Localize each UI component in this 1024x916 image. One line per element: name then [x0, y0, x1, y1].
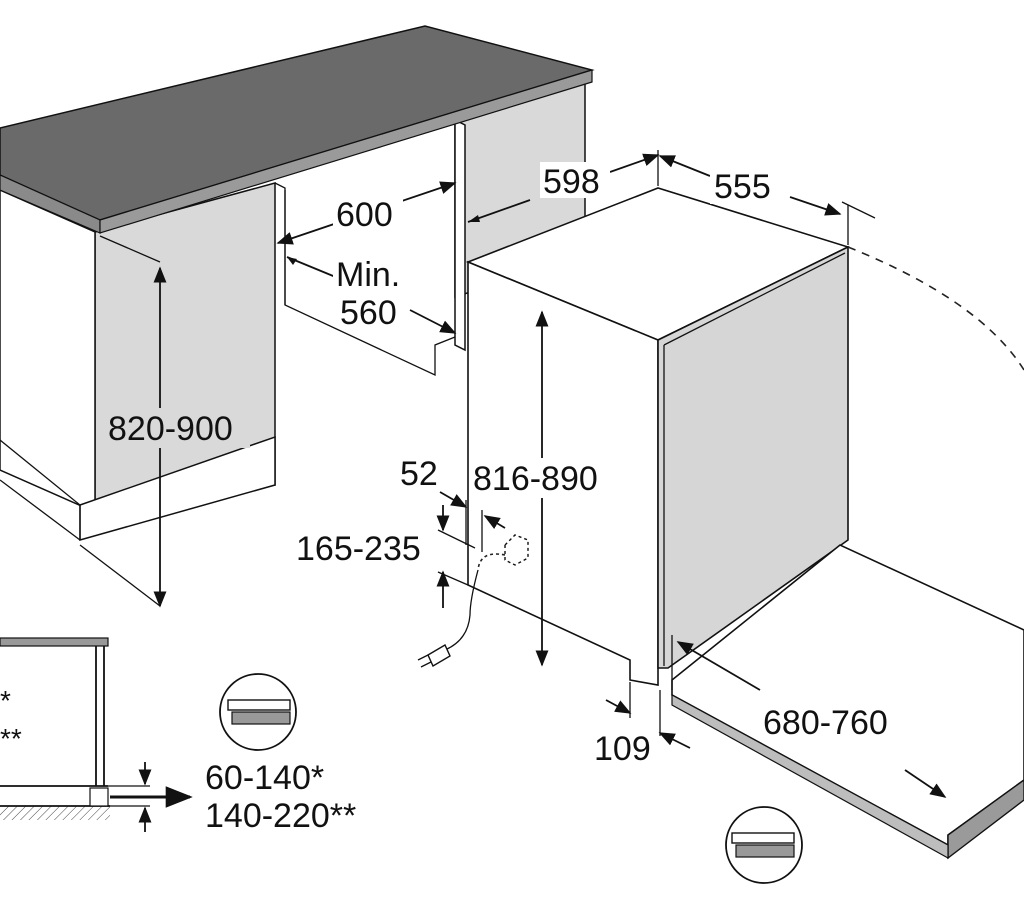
dishwasher	[465, 187, 1024, 860]
appliance-depth-label: 555	[714, 168, 771, 206]
right-cabinet-edge	[454, 118, 466, 352]
asterisk-single-label: *	[0, 685, 11, 716]
plinth-cutaway	[0, 637, 110, 820]
cabinet-height-label: 820-900	[108, 410, 233, 448]
dimension-labels: 820-900 600 Min. 560 598 555 816-890 52 …	[0, 162, 908, 835]
plinth-detail-icon	[219, 673, 297, 751]
appliance-width-label: 598	[543, 163, 600, 201]
left-cabinet-front	[0, 189, 96, 514]
asterisk-double-label: **	[0, 723, 22, 754]
niche-min-label: Min.	[336, 256, 400, 294]
door-detail-icon	[725, 806, 803, 884]
plinth-height-label-2: 140-220**	[205, 797, 356, 835]
niche-width-label: 600	[336, 196, 393, 234]
appliance-door	[657, 245, 849, 669]
power-plug-icon	[417, 644, 451, 668]
power-socket	[444, 534, 529, 651]
door-swing-arc	[847, 246, 1024, 371]
socket-offset-label: 52	[400, 455, 438, 493]
niche-min-depth-label: 560	[340, 294, 397, 332]
socket-height-label: 165-235	[296, 530, 421, 568]
door-swing-label: 680-760	[763, 704, 888, 742]
plinth-recess-label: 109	[594, 730, 651, 768]
plinth-height-label-1: 60-140*	[205, 759, 324, 797]
appliance-height-label: 816-890	[473, 460, 598, 498]
